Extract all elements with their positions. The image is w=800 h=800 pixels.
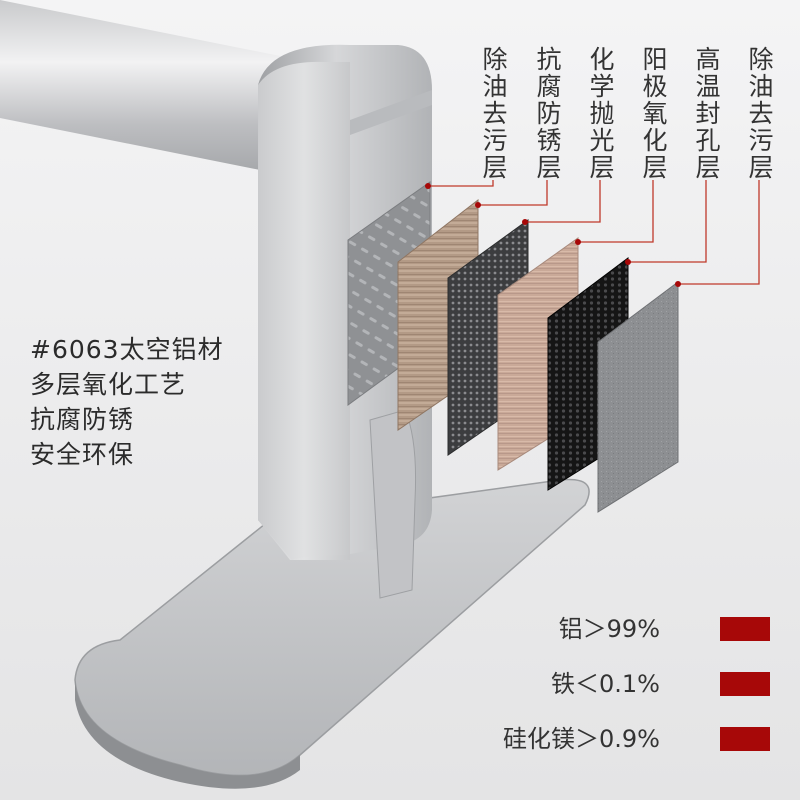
leader-dot-2 [475,202,481,208]
post-front-face [258,61,350,560]
composition-text: 铝＞99% [558,615,660,643]
leader-line-4 [578,180,654,243]
feature-oxidation-process: 多层氧化工艺 [30,370,187,399]
layer-label-sealing: 高温封孔层 [692,46,721,181]
feature-eco-safe: 安全环保 [30,440,135,469]
layer-label-degrease-inner: 除油去污层 [745,46,774,181]
layer-label-degrease-outer: 除油去污层 [479,46,508,181]
leader-line-6 [678,180,760,285]
composition-swatch [720,727,770,751]
base-plate-edge [75,680,300,789]
composition-text: 硅化镁＞0.9% [503,725,660,753]
layer-label-anticorrosion: 抗腐防锈层 [533,46,562,181]
leader-dot-6 [675,281,681,287]
leader-dots [425,183,681,287]
leader-line-2 [478,180,548,206]
layer-plate-6 [597,281,679,513]
feature-material: #6063太空铝材 [30,335,224,364]
leader-dot-4 [575,239,581,245]
leader-dot-5 [625,259,631,265]
leader-line-3 [525,180,601,223]
feature-corrosion-resistant: 抗腐防锈 [30,405,135,434]
leader-line-5 [628,180,707,263]
layer-label-chemical-polish: 化学抛光层 [586,46,615,181]
towel-rod [0,0,300,178]
composition-swatch [720,617,770,641]
leader-line-1 [428,180,494,187]
post-top-bevel [350,90,432,135]
composition-text: 铁＜0.1% [551,670,660,698]
leader-dot-3 [522,219,528,225]
leader-lines [428,180,760,285]
leader-dot-1 [425,183,431,189]
composition-swatch [720,672,770,696]
feature-list: #6063太空铝材 多层氧化工艺 抗腐防锈 安全环保 [30,332,224,472]
layer-label-anodized: 阳极氧化层 [639,46,668,181]
